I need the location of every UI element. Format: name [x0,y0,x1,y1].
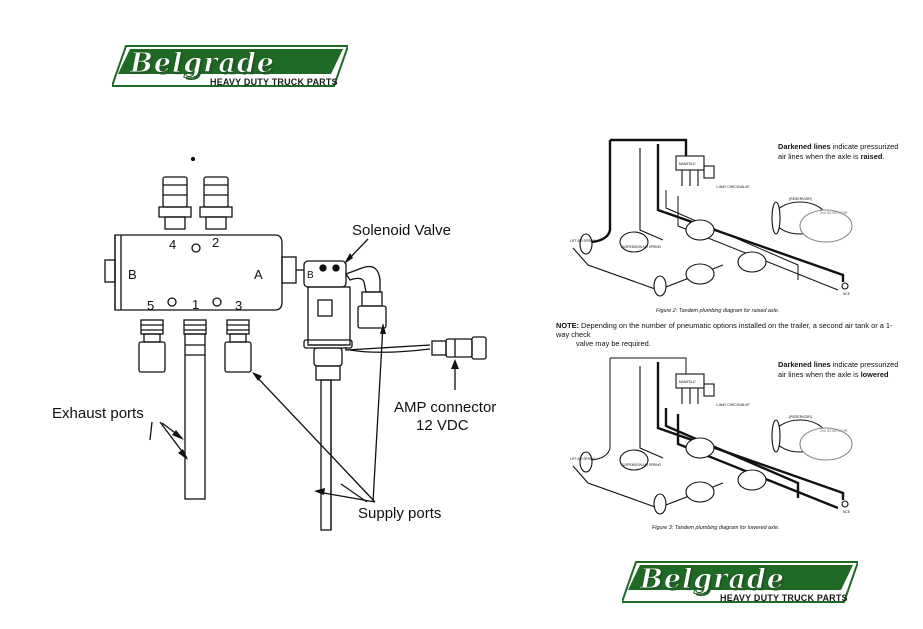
manifold-label: MANIFOLD [679,380,696,384]
nozzle-label: NCE [843,292,851,296]
exhaust-pipe-1 [183,319,207,500]
top-fitting-4 [158,176,192,230]
side-label-a: A [254,267,263,282]
bottom-fitting-3 [224,319,252,373]
lift-airspring-label: LIFT AIR SPRING [570,239,596,243]
belgrade-logo-top: Belgrade HEAVY DUTY TRUCK PARTS [112,44,352,90]
logo-wordmark: Belgrade [640,564,785,596]
note-text-line1: Depending on the number of pneumatic opt… [556,321,893,339]
reservoir-label: (RESERVOIR) [789,197,812,201]
lift-airspring-label: LIFT AIR SPRING [570,457,596,461]
note-label: NOTE: [556,321,579,330]
raised-caption-end: . [882,152,884,161]
lowered-caption-line2-prefix: air lines when the axle is [778,370,861,379]
logo-plate-shape [622,561,858,603]
label-exhaust-ports: Exhaust ports [52,405,144,422]
logo-tagline: HEAVY DUTY TRUCK PARTS [720,593,848,603]
suspension-airspring-label: SUSPENSION AIR SPRING [621,245,662,249]
lowered-caption-line2: air lines when the axle is lowered [778,370,889,379]
raised-caption-line2-prefix: air lines when the axle is [778,152,861,161]
port-label-2: 2 [212,235,219,250]
logo-tagline: HEAVY DUTY TRUCK PARTS [210,77,338,87]
raised-caption-rest: indicate pressurized [831,142,899,151]
top-fitting-2 [199,176,233,230]
nozzle-label: NCE [843,510,851,514]
figure-3-caption: Figure 3: Tandem plumbing diagram for lo… [652,525,779,531]
logo-wordmark: Belgrade [130,48,275,80]
note-text-line2: valve may be required. [576,339,651,348]
port-label-5: 5 [147,298,154,313]
port-label-1: 1 [192,297,199,312]
raised-caption-bold: Darkened lines [778,142,831,151]
plumbing-lowered: MANIFOLD 1-WAY CHECKVALVE (RESERVOIR) 2n… [570,357,898,531]
plumbing-raised: MANIFOLD 1-WAY CHECKVALVE (RESERVOIR) 2n… [570,138,898,314]
valve-label-b: B [307,270,314,281]
check-valve-label: 1-WAY CHECKVALVE [716,403,750,407]
lowered-caption-state: lowered [861,370,889,379]
lowered-caption-line1: Darkened lines indicate pressurized [778,360,898,369]
side-label-b: B [128,267,137,282]
raised-caption-state: raised [861,152,883,161]
lowered-caption-rest: indicate pressurized [831,360,899,369]
logo-plate-shape [112,45,348,87]
raised-caption-line1: Darkened lines indicate pressurized [778,142,898,151]
second-reservoir-label: 2nd RESERVOIR [820,211,848,215]
belgrade-logo-bottom: Belgrade HEAVY DUTY TRUCK PARTS [622,560,862,606]
raised-caption-line2: air lines when the axle is raised. [778,152,884,161]
lowered-caption-bold: Darkened lines [778,360,831,369]
plumbing-note: NOTE: Depending on the number of pneumat… [556,321,896,348]
port-label-4: 4 [169,237,176,252]
check-valve-label: 1-WAY CHECKVALVE [716,185,750,189]
port-label-3: 3 [235,298,242,313]
label-amp-connector: AMP connector [394,399,496,416]
bottom-fitting-5 [138,319,166,373]
reservoir-label: (RESERVOIR) [789,415,812,419]
label-voltage: 12 VDC [416,417,469,434]
label-solenoid-valve: Solenoid Valve [352,222,451,239]
figure-2-caption: Figure 2: Tandem plumbing diagram for ra… [656,308,779,314]
second-reservoir-label: 2nd RESERVOIR [820,429,848,433]
amp-connector-plug [431,336,487,360]
tandem-plumbing-diagrams: MANIFOLD 1-WAY CHECKVALVE (RESERVOIR) 2n… [570,138,898,531]
solenoid-manifold-diagram: 4 2 B A 5 1 3 B [52,156,496,531]
label-supply-ports: Supply ports [358,505,441,522]
manifold-label: MANIFOLD [679,162,696,166]
solenoid-valve: B [296,260,387,531]
suspension-airspring-label: SUSPENSION AIR SPRING [621,463,662,467]
